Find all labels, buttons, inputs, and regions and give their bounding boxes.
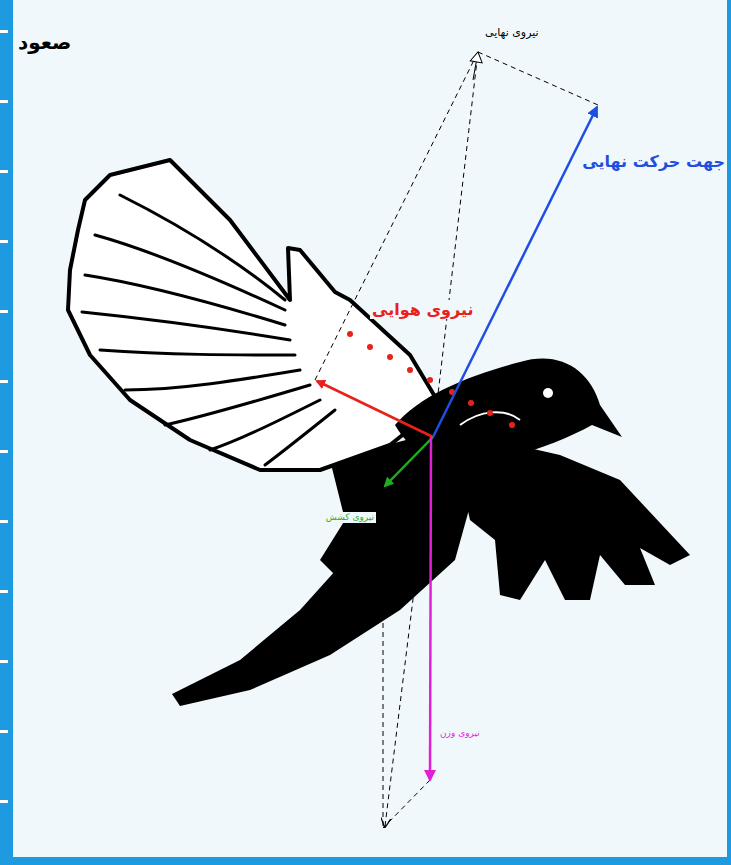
force-label: نیروی هوایی — [370, 300, 475, 319]
force-label: جهت حرکت نهایی — [580, 152, 727, 171]
title: صعود — [16, 30, 73, 54]
force-label: نیروی نهایی — [483, 26, 541, 39]
force-label: نیروی وزن — [438, 728, 482, 739]
force-label: نیروی کشش — [324, 512, 376, 523]
